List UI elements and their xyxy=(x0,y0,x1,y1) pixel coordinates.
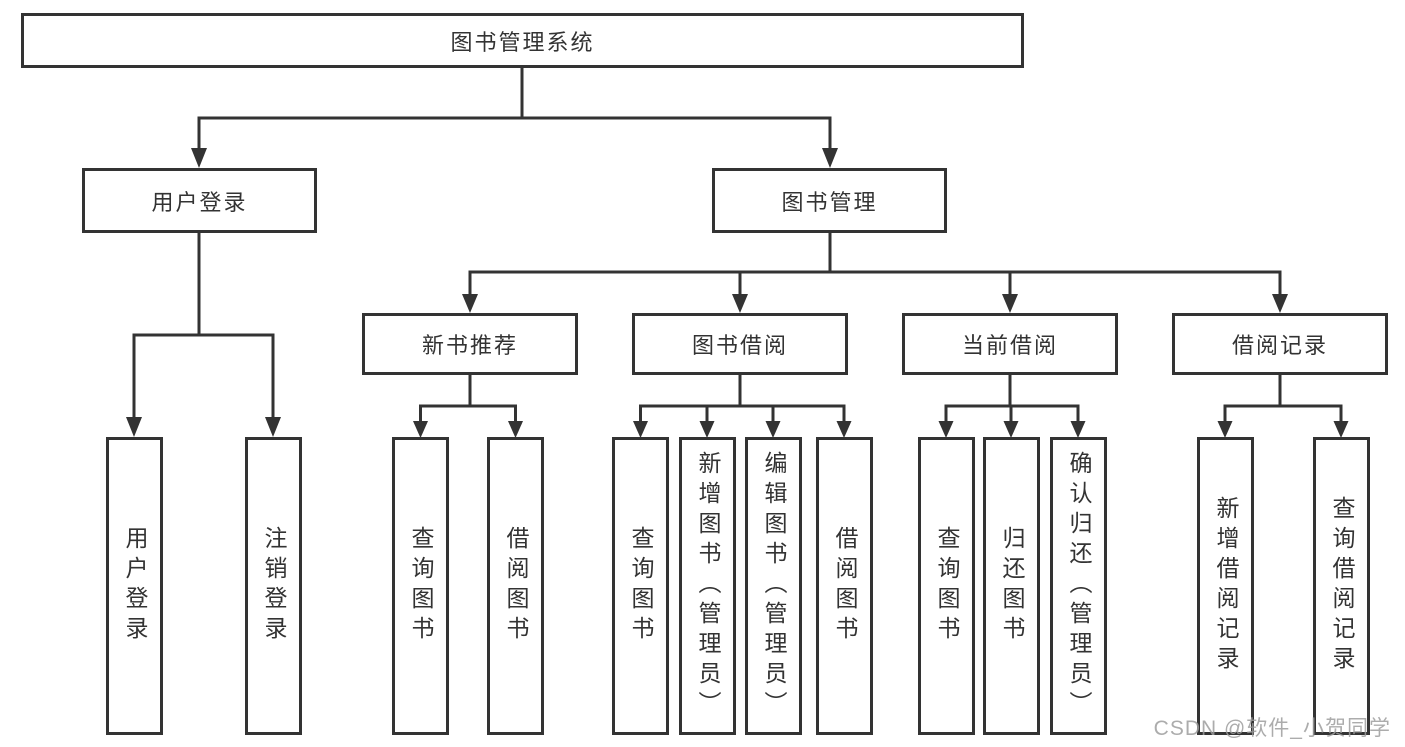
leaf-return-book: 归还图书 xyxy=(983,437,1040,735)
leaf-confirm-return-admin: 确认归还（管理员） xyxy=(1050,437,1107,735)
node-root-system: 图书管理系统 xyxy=(21,13,1024,68)
node-user-login: 用户登录 xyxy=(82,168,317,233)
leaf-add-book-admin: 新增图书（管理员） xyxy=(679,437,736,735)
connector-borrow-record-branch xyxy=(1217,375,1349,438)
leaf-borrow-book: 借阅图书 xyxy=(816,437,873,735)
node-book-borrow: 图书借阅 xyxy=(632,313,848,375)
node-new-book-recommend: 新书推荐 xyxy=(362,313,578,375)
connector-new-book-branch xyxy=(413,375,523,438)
leaf-edit-book-admin: 编辑图书（管理员） xyxy=(745,437,802,735)
connector-book-mgmt-branch xyxy=(462,233,1288,313)
connector-current-borrow-branch xyxy=(938,375,1086,438)
leaf-user-login: 用户登录 xyxy=(106,437,163,735)
connector-root-to-level2 xyxy=(191,68,838,168)
node-current-borrow: 当前借阅 xyxy=(902,313,1118,375)
csdn-watermark: CSDN @软件_小贺同学 xyxy=(1153,717,1391,740)
connector-book-borrow-branch xyxy=(633,375,852,438)
leaf-query-book-current: 查询图书 xyxy=(918,437,975,735)
node-borrow-records: 借阅记录 xyxy=(1172,313,1388,375)
node-book-mgmt: 图书管理 xyxy=(712,168,947,233)
leaf-add-borrow-record: 新增借阅记录 xyxy=(1197,437,1254,735)
connector-user-login-branch xyxy=(126,233,281,437)
leaf-query-book-borrow: 查询图书 xyxy=(612,437,669,735)
leaf-query-book-recommend: 查询图书 xyxy=(392,437,449,735)
leaf-borrow-book-recommend: 借阅图书 xyxy=(487,437,544,735)
leaf-logout: 注销登录 xyxy=(245,437,302,735)
leaf-query-borrow-record: 查询借阅记录 xyxy=(1313,437,1370,735)
